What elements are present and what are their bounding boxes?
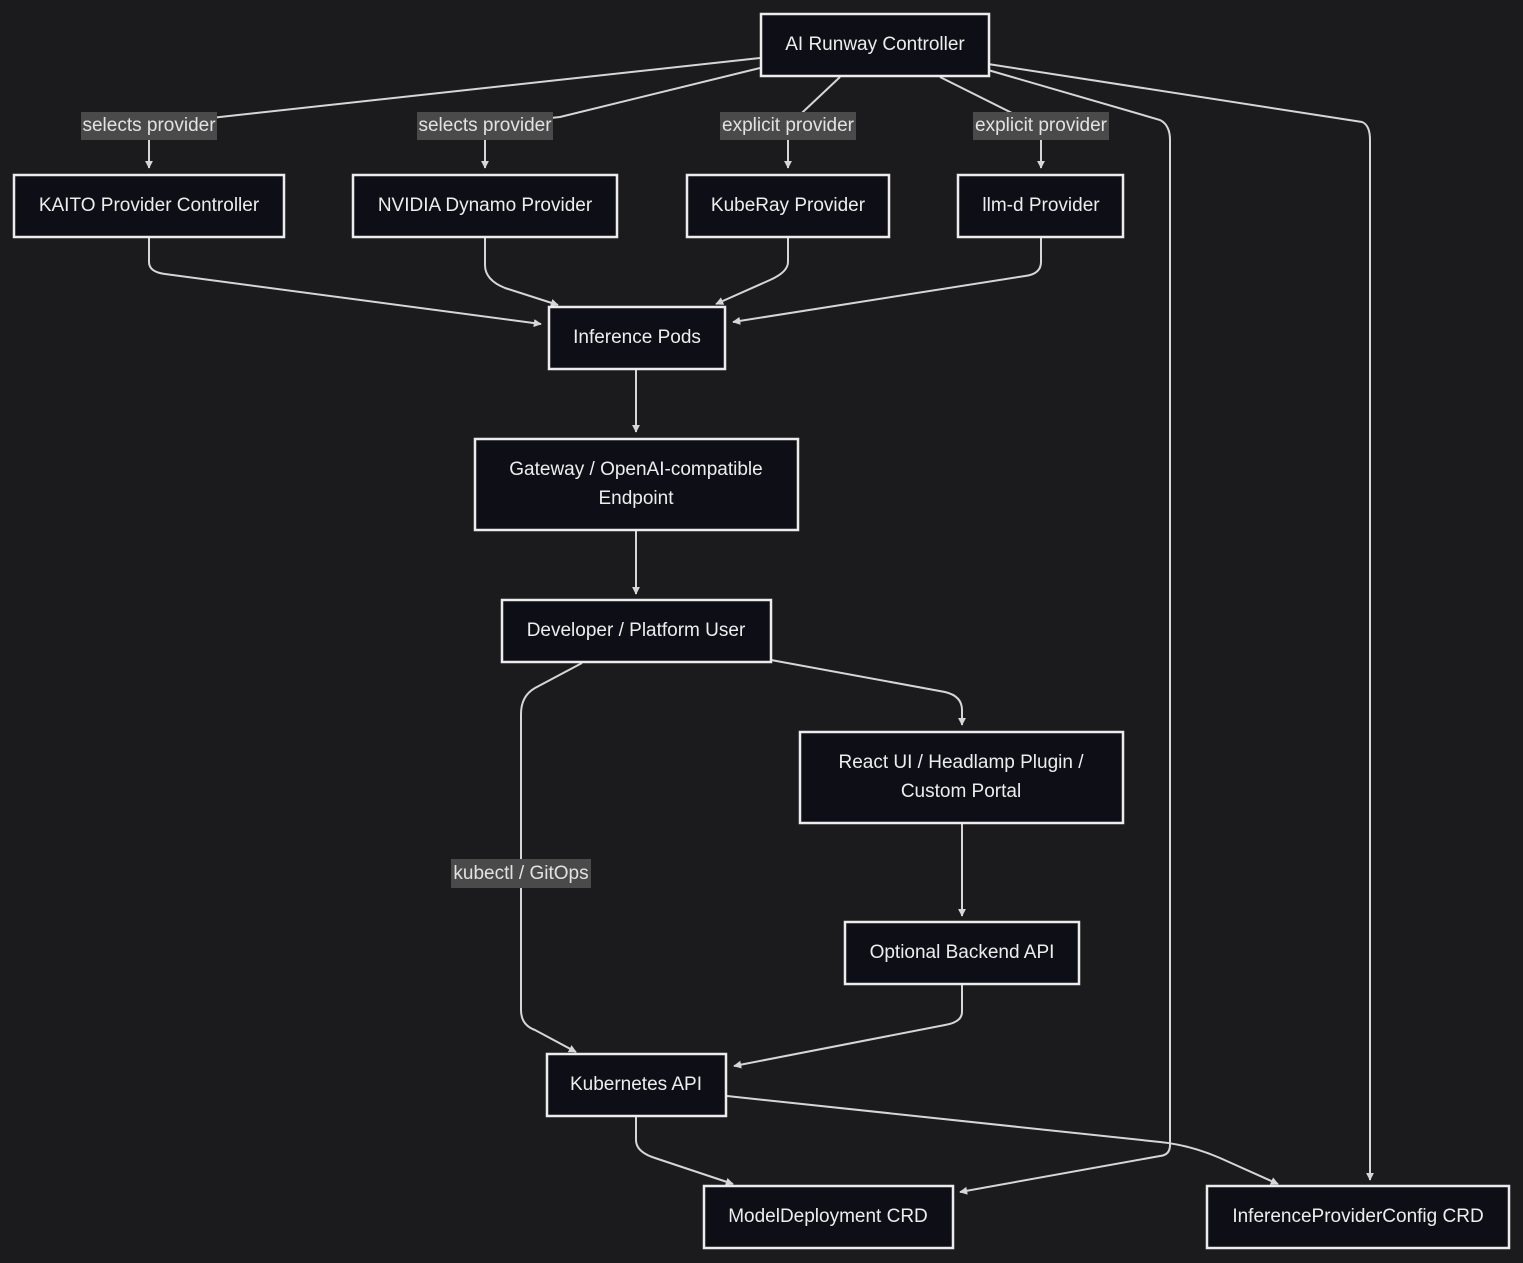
node-label: llm-d Provider (982, 195, 1100, 216)
edge-user-to-ui (770, 659, 966, 726)
node-kuberay-provider: KubeRay Provider (685, 173, 891, 239)
node-inferenceproviderconfig-crd: InferenceProviderConfig CRD (1205, 1184, 1511, 1250)
node-label-line-1: Gateway / OpenAI-compatible (509, 459, 762, 480)
edge-labels: selects provider selects provider explic… (81, 112, 1109, 888)
edge-controller-to-ipc (987, 63, 1374, 1181)
edge-k8s-to-modeldeployment (635, 1117, 734, 1186)
node-label: ModelDeployment CRD (728, 1206, 928, 1227)
node-label: InferenceProviderConfig CRD (1232, 1206, 1483, 1227)
node-label: Developer / Platform User (527, 620, 746, 641)
node-label-line-1: React UI / Headlamp Plugin / (838, 752, 1084, 773)
node-ai-runway-controller: AI Runway Controller (759, 12, 991, 78)
label-explicit-provider-llmd: explicit provider (973, 112, 1109, 140)
label-text: selects provider (418, 115, 552, 136)
node-llm-d-provider: llm-d Provider (956, 173, 1125, 239)
node-optional-backend-api: Optional Backend API (843, 920, 1081, 986)
edge-llmd-to-pods (732, 238, 1042, 325)
node-label-line-2: Endpoint (598, 488, 674, 509)
node-label: KAITO Provider Controller (39, 195, 260, 216)
node-kaito-provider-controller: KAITO Provider Controller (12, 173, 286, 239)
label-kubectl-gitops: kubectl / GitOps (451, 859, 591, 888)
edge-kaito-to-pods (148, 238, 542, 328)
node-label: Optional Backend API (870, 942, 1055, 963)
label-text: explicit provider (722, 115, 855, 136)
edge-dynamo-to-pods (484, 238, 559, 307)
label-text: explicit provider (975, 115, 1108, 136)
node-label: Inference Pods (573, 327, 701, 348)
node-react-ui-portal: React UI / Headlamp Plugin / Custom Port… (798, 730, 1125, 825)
edge-k8s-to-ipc (726, 1095, 1279, 1185)
node-developer-platform-user: Developer / Platform User (500, 598, 773, 664)
node-kubernetes-api: Kubernetes API (545, 1052, 728, 1118)
label-selects-provider-kaito: selects provider (81, 112, 217, 140)
node-nvidia-dynamo-provider: NVIDIA Dynamo Provider (351, 173, 619, 239)
node-modeldeployment-crd: ModelDeployment CRD (702, 1184, 955, 1250)
node-label: AI Runway Controller (785, 34, 965, 55)
node-inference-pods: Inference Pods (547, 305, 727, 371)
node-label: NVIDIA Dynamo Provider (378, 195, 593, 216)
node-gateway-endpoint: Gateway / OpenAI-compatible Endpoint (473, 437, 800, 532)
node-label: KubeRay Provider (711, 195, 866, 216)
edge-user-to-k8s (520, 662, 583, 1053)
node-label-line-2: Custom Portal (901, 781, 1021, 802)
nodes: AI Runway Controller KAITO Provider Cont… (12, 12, 1511, 1250)
label-selects-provider-dynamo: selects provider (417, 112, 553, 140)
label-text: selects provider (82, 115, 216, 136)
edge-controller-to-modeldeployment (959, 69, 1171, 1195)
label-explicit-provider-kuberay: explicit provider (720, 112, 856, 140)
node-label: Kubernetes API (570, 1074, 702, 1095)
edge-kuberay-to-pods (715, 238, 789, 305)
label-text: kubectl / GitOps (453, 863, 588, 884)
edge-backend-to-k8s (733, 985, 963, 1069)
